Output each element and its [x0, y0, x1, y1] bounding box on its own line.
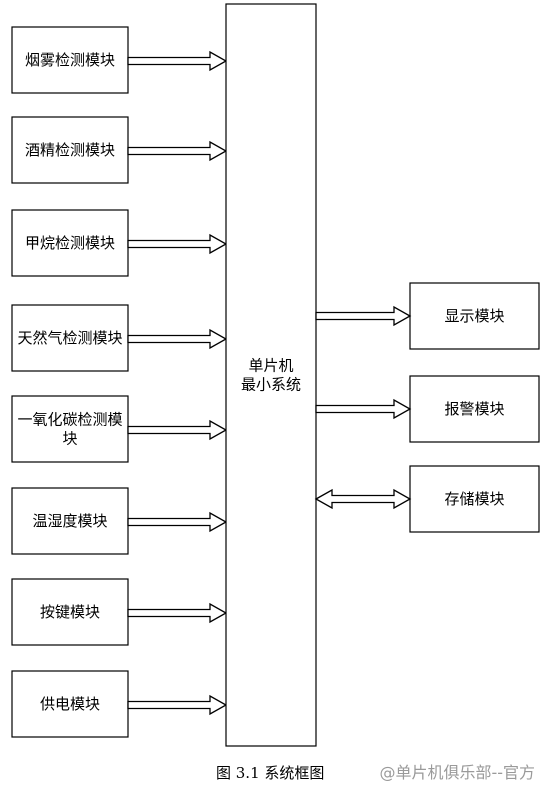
output-module-box: [409, 375, 540, 443]
input-module-label: 酒精检测模块: [25, 141, 115, 159]
input-module-box: [11, 26, 129, 94]
input-arrow: [127, 419, 228, 441]
input-arrow: [127, 233, 228, 255]
input-module-box: [11, 116, 129, 184]
input-module-label: 温湿度模块: [32, 512, 107, 530]
input-module-label: 甲烷检测模块: [25, 234, 115, 252]
output-arrow: [315, 305, 412, 327]
output-arrow: [315, 398, 412, 420]
input-arrow: [127, 602, 228, 624]
input-arrow: [127, 140, 228, 162]
input-module: 按键模块: [11, 578, 228, 646]
input-module-label: 天然气检测模块: [17, 329, 122, 347]
input-module-label: 块: [62, 430, 77, 448]
mcu-core-label: 单片机: [248, 357, 293, 375]
input-module: 甲烷检测模块: [11, 209, 228, 277]
watermark-text: @单片机俱乐部--官方: [379, 763, 535, 782]
output-module: 显示模块: [315, 282, 540, 350]
input-arrow: [127, 328, 228, 350]
figure-caption: 图 3.1 系统框图: [216, 764, 324, 782]
output-module-label: 显示模块: [444, 307, 504, 325]
input-module: 温湿度模块: [11, 487, 228, 555]
input-module-box: [11, 670, 129, 738]
output-module-label: 报警模块: [444, 400, 504, 418]
input-modules-group: 烟雾检测模块酒精检测模块甲烷检测模块天然气检测模块一氧化碳检测模块温湿度模块按键…: [11, 26, 228, 738]
output-module-box: [409, 465, 540, 533]
input-module: 酒精检测模块: [11, 116, 228, 184]
input-module: 天然气检测模块: [11, 304, 228, 372]
output-module-label: 存储模块: [444, 490, 504, 508]
mcu-core-label: 最小系统: [241, 376, 301, 394]
input-module: 烟雾检测模块: [11, 26, 228, 94]
input-module-label: 供电模块: [40, 695, 100, 713]
output-module: 存储模块: [314, 465, 540, 533]
input-arrow: [127, 694, 228, 716]
input-module-label: 一氧化碳检测模: [17, 411, 122, 429]
input-module-box: [11, 487, 129, 555]
input-module-box: [11, 578, 129, 646]
input-module-box: [11, 209, 129, 277]
input-module-box: [11, 395, 129, 463]
input-arrow: [127, 511, 228, 533]
input-module-box: [11, 304, 129, 372]
input-module-label: 按键模块: [40, 603, 100, 621]
input-module: 供电模块: [11, 670, 228, 738]
output-module-box: [409, 282, 540, 350]
output-module: 报警模块: [315, 375, 540, 443]
input-arrow: [127, 50, 228, 72]
bidirectional-arrow: [314, 488, 412, 510]
input-module-label: 烟雾检测模块: [25, 51, 115, 69]
mcu-core-box: [225, 3, 317, 747]
